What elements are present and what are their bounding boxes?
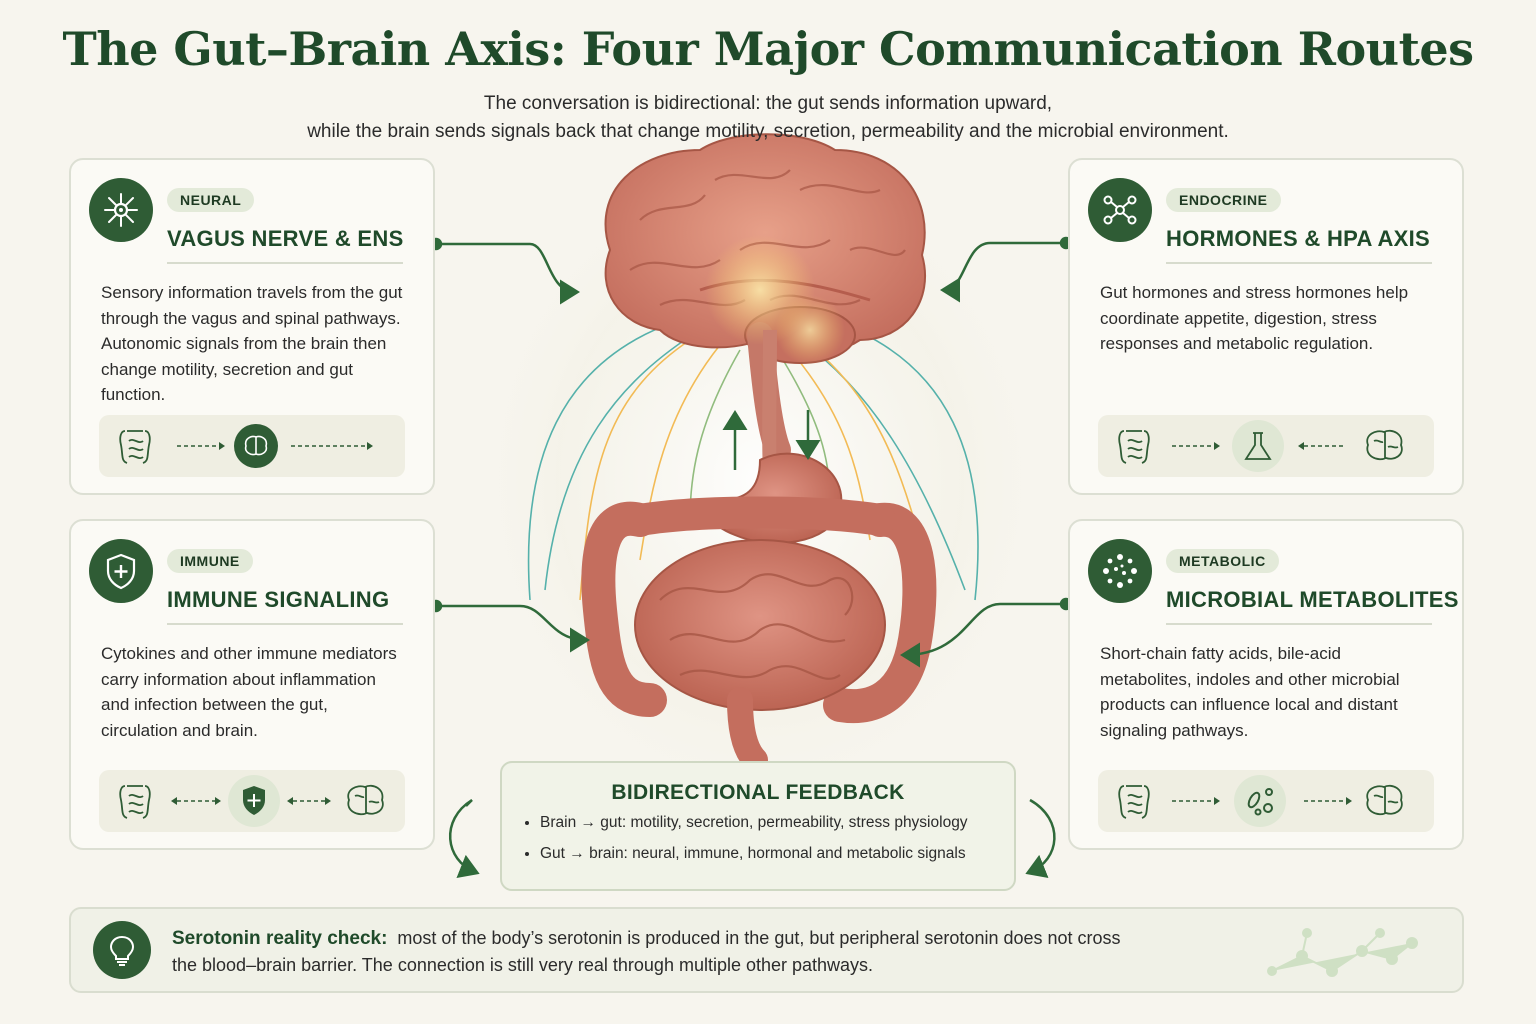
serotonin-heading: Serotonin reality check: <box>172 928 388 949</box>
lightbulb-icon <box>93 921 151 979</box>
subtitle-line-2: while the brain sends signals back that … <box>307 121 1229 142</box>
molecule-icon <box>1088 178 1152 242</box>
card-body-endocrine: Gut hormones and stress hormones help co… <box>1100 283 1409 353</box>
intestine-icon <box>119 430 151 464</box>
pathway-strip-metabolic <box>1098 770 1434 832</box>
flask-icon <box>1232 420 1284 472</box>
subtitle-line-1: The conversation is bidirectional: the g… <box>483 93 1053 114</box>
card-endocrine: ENDOCRINE HORMONES & HPA AXIS Gut hormon… <box>1068 158 1464 495</box>
brain-icon <box>1366 429 1403 461</box>
brain-icon <box>347 784 384 816</box>
card-metabolic: METABOLIC MICROBIAL METABOLITES Short-ch… <box>1068 519 1464 850</box>
feedback-list: Brain → gut: motility, secretion, permea… <box>524 807 968 869</box>
heading-vagus-nerve: VAGUS NERVE & ENS <box>167 226 404 251</box>
microbes-icon <box>1088 539 1152 603</box>
intestine-icon <box>1118 785 1150 819</box>
serotonin-text: Serotonin reality check: most of the bod… <box>172 925 1121 979</box>
pathway-strip-endocrine <box>1098 415 1434 477</box>
molecule-decoration-icon <box>1267 928 1418 977</box>
intestine-icon <box>1118 430 1150 464</box>
tag-metabolic: METABOLIC <box>1166 549 1279 573</box>
pathway-strip-neural <box>99 415 405 477</box>
heading-hormones: HORMONES & HPA AXIS <box>1166 226 1431 251</box>
intestines-illustration <box>581 496 937 773</box>
neuron-icon <box>89 178 153 242</box>
card-body-neural: Sensory information travels from the gut… <box>101 283 403 404</box>
card-body-metabolic: Short-chain fatty acids, bile-acid metab… <box>1100 644 1400 740</box>
divider <box>1166 262 1432 264</box>
card-neural: NEURAL VAGUS NERVE & ENS Sensory informa… <box>69 158 435 495</box>
tag-neural: NEURAL <box>167 188 255 212</box>
serotonin-note: Serotonin reality check: most of the bod… <box>69 907 1464 993</box>
feedback-heading: BIDIRECTIONAL FEEDBACK <box>611 781 905 804</box>
microbe-icon <box>1234 775 1286 827</box>
serotonin-line-2: the blood–brain barrier. The connection … <box>172 955 874 975</box>
page-subtitle: The conversation is bidirectional: the g… <box>0 90 1536 146</box>
feedback-item-brain-to-gut: Brain → gut: motility, secretion, permea… <box>540 807 968 838</box>
divider <box>167 623 403 625</box>
divider <box>167 262 403 264</box>
tag-endocrine: ENDOCRINE <box>1166 188 1281 212</box>
heading-immune-signaling: IMMUNE SIGNALING <box>167 587 390 612</box>
feedback-box: BIDIRECTIONAL FEEDBACK Brain → gut: moti… <box>500 761 1016 891</box>
brain-icon <box>1366 784 1403 816</box>
intestine-icon <box>119 785 151 819</box>
card-immune: IMMUNE IMMUNE SIGNALING Cytokines and ot… <box>69 519 435 850</box>
tag-immune: IMMUNE <box>167 549 253 573</box>
page-title: The Gut–Brain Axis: Four Major Communica… <box>62 22 1474 76</box>
shield-plus-icon <box>89 539 153 603</box>
serotonin-line-1: most of the body’s serotonin is produced… <box>397 928 1121 948</box>
pathway-strip-immune <box>99 770 405 832</box>
card-body-immune: Cytokines and other immune mediators car… <box>101 644 397 740</box>
feedback-item-gut-to-brain: Gut → brain: neural, immune, hormonal an… <box>540 838 968 869</box>
heading-microbial-metabolites: MICROBIAL METABOLITES <box>1166 587 1459 612</box>
divider <box>1166 623 1432 625</box>
